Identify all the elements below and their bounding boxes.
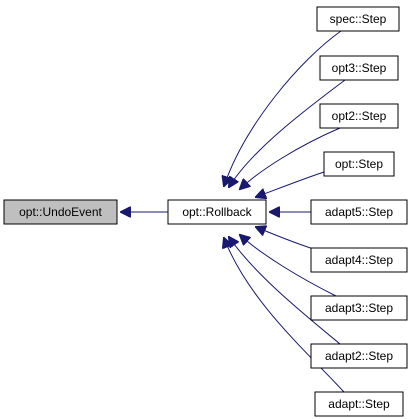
node-rollback[interactable]: opt::Rollback xyxy=(167,199,267,225)
node-opt2-step[interactable]: opt2::Step xyxy=(319,103,399,129)
node-opt3-step-box xyxy=(319,55,399,81)
edge-opt-step-to-rollback xyxy=(256,171,325,197)
edge-spec-step-to-rollback xyxy=(224,30,342,186)
node-adapt3-step-box xyxy=(310,295,408,321)
node-adapt-step-box xyxy=(314,391,404,417)
node-opt3-step[interactable]: opt3::Step xyxy=(319,55,399,81)
node-adapt5-step[interactable]: adapt5::Step xyxy=(310,199,408,225)
edge-adapt-step-to-rollback xyxy=(224,238,345,393)
node-opt-step[interactable]: opt::Step xyxy=(323,151,395,177)
node-spec-step[interactable]: spec::Step xyxy=(316,6,400,32)
edge-adapt3-step-to-rollback xyxy=(240,235,337,297)
node-adapt-step-label: adapt::Step xyxy=(328,397,390,411)
node-adapt3-step-label: adapt3::Step xyxy=(325,301,393,315)
node-opt-step-label: opt::Step xyxy=(335,157,383,171)
node-adapt4-step-box xyxy=(310,247,408,273)
node-adapt4-step[interactable]: adapt4::Step xyxy=(310,247,408,273)
node-opt-step-box xyxy=(323,151,395,177)
node-opt2-step-label: opt2::Step xyxy=(332,109,387,123)
node-rollback-box xyxy=(167,199,267,225)
node-spec-step-box xyxy=(316,6,400,32)
edge-opt2-step-to-rollback xyxy=(240,127,341,189)
node-adapt2-step-label: adapt2::Step xyxy=(325,349,393,363)
node-undo-event[interactable]: opt::UndoEvent xyxy=(3,199,118,225)
edge-adapt2-step-to-rollback xyxy=(229,237,341,345)
edge-opt3-step-to-rollback xyxy=(229,79,346,187)
node-spec-step-label: spec::Step xyxy=(330,12,387,26)
node-adapt-step[interactable]: adapt::Step xyxy=(314,391,404,417)
node-undo-event-box xyxy=(3,199,118,225)
node-adapt5-step-label: adapt5::Step xyxy=(325,205,393,219)
node-rollback-label: opt::Rollback xyxy=(182,205,252,219)
node-adapt5-step-box xyxy=(310,199,408,225)
node-adapt4-step-label: adapt4::Step xyxy=(325,253,393,267)
node-adapt2-step[interactable]: adapt2::Step xyxy=(310,343,408,369)
node-opt2-step-box xyxy=(319,103,399,129)
node-opt3-step-label: opt3::Step xyxy=(332,61,387,75)
node-undo-event-label: opt::UndoEvent xyxy=(19,205,102,219)
node-adapt2-step-box xyxy=(310,343,408,369)
node-adapt3-step[interactable]: adapt3::Step xyxy=(310,295,408,321)
